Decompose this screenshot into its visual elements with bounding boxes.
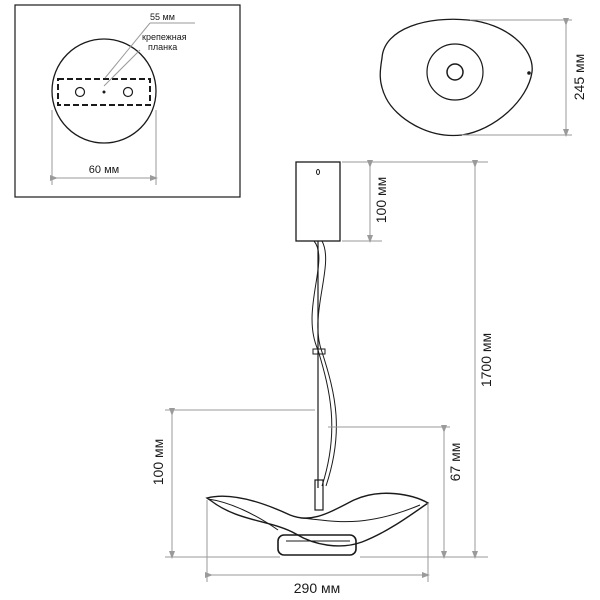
cable-clip: [312, 348, 326, 355]
hub-inner-ring: [446, 63, 464, 81]
label-55: 55 мм: [150, 12, 175, 22]
label-1700: 1700 мм: [478, 333, 494, 387]
label-bracket-2: планка: [148, 42, 177, 52]
hub-outer-ring: [426, 43, 484, 101]
canopy-screw: [316, 169, 320, 175]
edge-dot: [527, 71, 531, 75]
screw-hole-right: [122, 86, 134, 98]
canopy-side: 100 мм: [295, 160, 389, 243]
shade-outline-top: [379, 18, 533, 137]
leader-bracket: [103, 49, 141, 87]
label-290: 290 мм: [294, 580, 341, 596]
shade-side: [205, 492, 430, 556]
bracket-center-dot: [102, 90, 106, 94]
power-wire-2: [317, 240, 337, 487]
label-canopy-100: 100 мм: [373, 177, 389, 224]
label-left-100: 100 мм: [150, 439, 166, 486]
label-60: 60 мм: [89, 164, 119, 176]
label-bracket-1: крепежная: [142, 32, 187, 42]
light-module: [277, 534, 357, 556]
suspension: [311, 240, 337, 511]
shade-fold-left: [207, 498, 279, 531]
mounting-inset: 55 мм крепежная планка 60 мм: [14, 4, 241, 198]
screw-hole-left: [74, 86, 86, 98]
top-view: 245 мм: [379, 18, 587, 137]
leader-55: [104, 22, 151, 79]
shade-height-dimensions: 100 мм 67 мм: [150, 408, 463, 559]
shade-fold-right: [299, 504, 421, 523]
shade-connector: [314, 479, 324, 511]
shade-width-dimension: 290 мм: [205, 500, 430, 596]
mounting-bracket: [57, 78, 151, 106]
inset-frame: [14, 4, 241, 198]
canopy-box: [295, 161, 341, 242]
label-right-67: 67 мм: [447, 443, 463, 482]
canopy-plate-circle: [51, 38, 157, 144]
label-245: 245 мм: [571, 54, 587, 101]
power-wire: [311, 240, 333, 487]
